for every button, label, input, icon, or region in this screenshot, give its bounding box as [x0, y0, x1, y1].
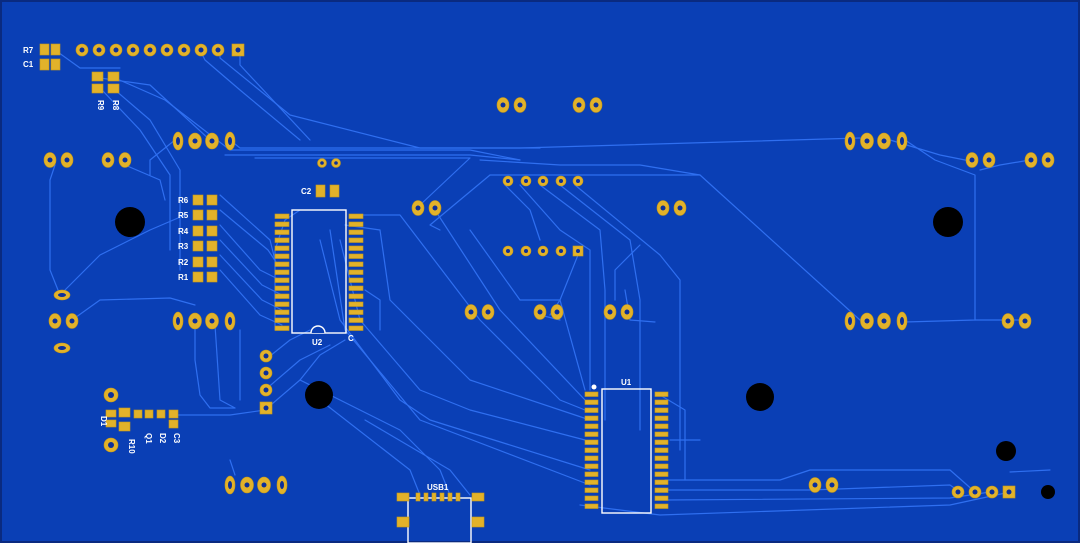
label-r1: R1: [178, 273, 189, 282]
label-r8: R8: [111, 100, 120, 111]
usb-connector: USB1: [396, 483, 485, 543]
label-d1: D1: [99, 416, 108, 427]
label-d2: D2: [158, 433, 167, 444]
drill-hole-small-1: [996, 441, 1016, 461]
mounting-hole-lower-right: [746, 383, 774, 411]
label-u1: U1: [621, 378, 632, 387]
oval-header-left-bottom: [172, 311, 236, 331]
label-r9: R9: [96, 100, 105, 111]
mounting-hole-center: [305, 381, 333, 409]
r9-r8-smd: R9 R8: [91, 71, 120, 111]
label-r4: R4: [178, 227, 189, 236]
header-5pin-upper: [502, 175, 584, 187]
c2-capacitor: C2: [301, 158, 341, 198]
mounting-hole-left: [115, 207, 145, 237]
label-c3: C3: [172, 433, 181, 444]
ic-u1: U1: [584, 378, 669, 514]
ic-u2: U2 C: [274, 209, 364, 347]
label-r6: R6: [178, 196, 189, 205]
transistor-cluster: D1 R10 Q1 D2 C3: [99, 387, 181, 454]
pads-middle: [411, 200, 687, 320]
label-u2-pin1: C: [348, 334, 354, 343]
label-usb1: USB1: [427, 483, 449, 492]
header-top-10pin: [75, 43, 245, 57]
label-c2: C2: [301, 187, 312, 196]
mounting-holes: [115, 207, 1055, 499]
label-r5: R5: [178, 211, 189, 220]
oval-header-left-top: [172, 131, 236, 151]
label-u2: U2: [312, 338, 323, 347]
header-5pin-lower: [502, 245, 584, 257]
oval-header-bottom-left: [224, 475, 288, 495]
label-r3: R3: [178, 242, 189, 251]
r7-c1-smd: R7 C1: [23, 43, 61, 71]
pads-left-lower: [48, 289, 79, 354]
header-4pin-vertical: [259, 349, 273, 415]
oval-header-right-bottom: [844, 311, 908, 331]
mounting-hole-right: [933, 207, 963, 237]
pads-right-upper: [965, 152, 1055, 168]
resistor-array-r1-r6: R6 R5 R4 R3 R2 R1: [178, 194, 218, 283]
label-c1: C1: [23, 60, 34, 69]
pads-top-middle: [496, 97, 603, 113]
label-r2: R2: [178, 258, 189, 267]
oval-header-right-top: [844, 131, 908, 151]
pads-bottom-right: [808, 477, 839, 493]
label-r7: R7: [23, 46, 34, 55]
drill-hole-small-2: [1041, 485, 1055, 499]
label-r10: R10: [127, 439, 136, 454]
label-q1: Q1: [144, 433, 153, 444]
pads-left-upper: [43, 152, 132, 168]
pads-right-lower: [1001, 313, 1032, 329]
header-4pin-bottom-right: [951, 485, 1016, 499]
